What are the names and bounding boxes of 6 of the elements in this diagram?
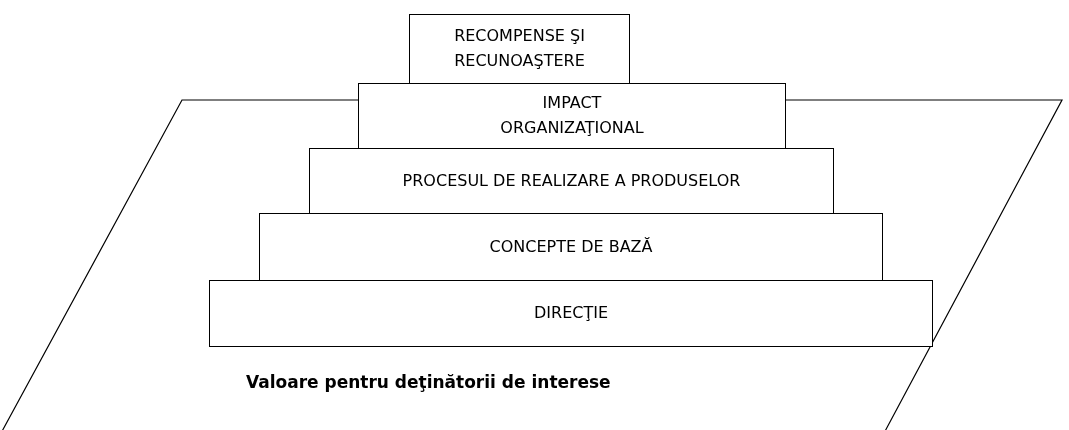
- pyramid-level-box: PROCESUL DE REALIZARE A PRODUSELOR: [309, 148, 834, 214]
- band-caption: Valoare pentru deţinătorii de interese: [246, 372, 611, 392]
- pyramid-level-box: DIRECŢIE: [209, 280, 933, 347]
- pyramid-level-box: RECOMPENSE ŞI RECUNOAŞTERE: [409, 14, 630, 84]
- pyramid-level-box: CONCEPTE DE BAZĂ: [259, 213, 883, 281]
- pyramid-level-box: IMPACT ORGANIZAŢIONAL: [358, 83, 786, 149]
